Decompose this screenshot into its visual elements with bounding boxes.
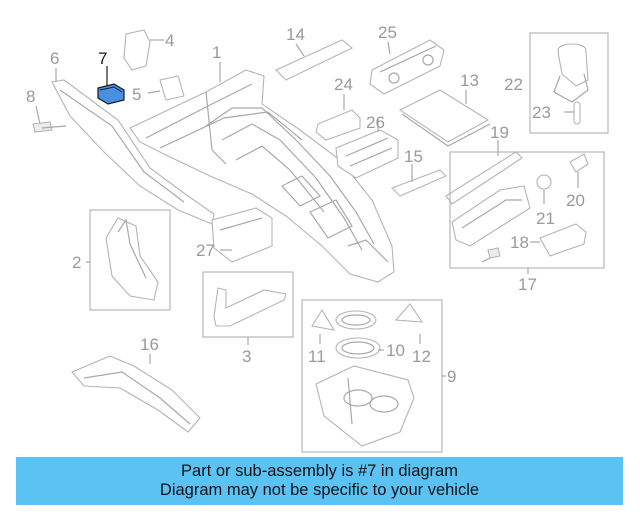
callout-22: 22 <box>504 75 523 94</box>
part-18-switch <box>530 223 587 257</box>
callout-12: 12 <box>412 347 431 366</box>
part-26-switch-panel <box>335 118 399 179</box>
part-16-air-duct <box>71 354 201 433</box>
callout-17: 17 <box>518 275 537 294</box>
part-14-trim-panel <box>275 39 354 81</box>
part-4-bracket <box>123 29 164 71</box>
part-23-pin <box>564 101 581 125</box>
callout-27: 27 <box>196 241 215 260</box>
callout-15: 15 <box>404 147 423 166</box>
part-17-housing <box>451 185 531 247</box>
callout-19: 19 <box>490 123 509 142</box>
callout-24: 24 <box>334 75 353 94</box>
part-11-insert <box>311 308 336 344</box>
callout-26: 26 <box>366 113 385 132</box>
part-21-knob <box>536 174 552 204</box>
callout-5: 5 <box>132 85 141 104</box>
part-25-control-panel <box>369 39 445 95</box>
callout-8: 8 <box>26 87 35 106</box>
callout-18: 18 <box>510 233 529 252</box>
part-6-side-panel <box>51 79 215 225</box>
callout-4: 4 <box>165 31 174 50</box>
banner-line-1: Part or sub-assembly is #7 in diagram <box>181 462 458 480</box>
part-24-switch <box>315 94 361 141</box>
callout-14: 14 <box>286 25 305 44</box>
callout-13: 13 <box>460 71 479 90</box>
inset-box-22 <box>529 32 609 134</box>
callout-23: 23 <box>532 103 551 122</box>
callout-20: 20 <box>566 191 585 210</box>
part-27-switch <box>211 207 273 263</box>
callout-6: 6 <box>50 49 59 68</box>
callout-7: 7 <box>98 49 107 68</box>
callout-11: 11 <box>308 347 326 366</box>
callout-21: 21 <box>536 209 555 228</box>
callout-1: 1 <box>212 43 221 62</box>
part-15-trim-strip <box>391 164 447 197</box>
part-8-bolt <box>32 105 67 133</box>
callout-16: 16 <box>140 335 159 354</box>
info-banner: Part or sub-assembly is #7 in diagram Di… <box>16 457 623 505</box>
inset-box-17 <box>449 151 605 269</box>
part-22-socket <box>553 43 589 103</box>
part-9-cupholder-tray <box>315 365 415 447</box>
banner-line-2: Diagram may not be specific to your vehi… <box>159 481 480 499</box>
part-7-highlighted-clip <box>97 66 125 105</box>
callout-3: 3 <box>242 347 251 366</box>
part-20-plug <box>569 153 589 188</box>
part-12-insert <box>394 303 424 344</box>
callout-10: 10 <box>386 341 405 360</box>
callout-2: 2 <box>72 253 81 272</box>
part-10-cup-mats <box>335 310 384 359</box>
part-13-pad <box>398 89 491 147</box>
part-5-bracket <box>147 75 185 101</box>
callout-25: 25 <box>378 23 397 42</box>
part-bolt-small <box>481 247 501 263</box>
inset-box-2 <box>89 209 171 311</box>
callout-9: 9 <box>447 367 456 386</box>
part-1-center-console <box>129 62 395 283</box>
